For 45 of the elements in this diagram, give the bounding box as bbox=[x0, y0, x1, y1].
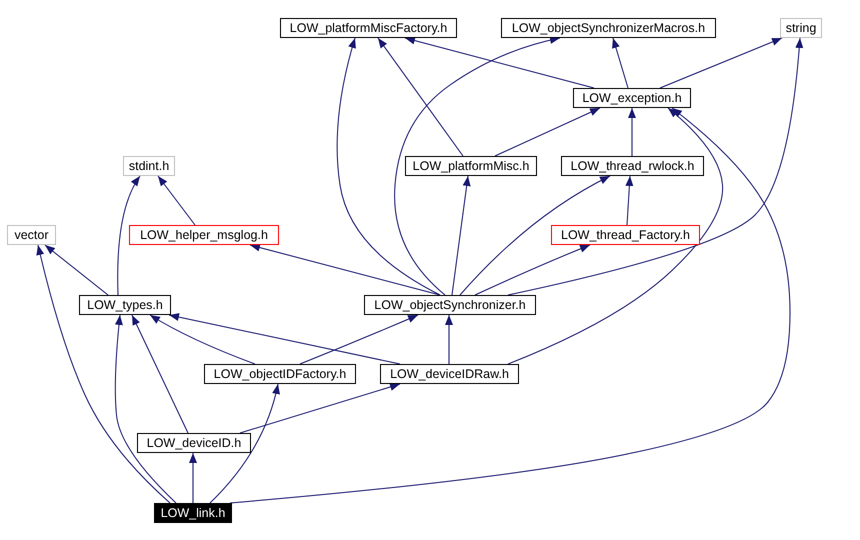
arrow bbox=[612, 38, 628, 88]
arrow bbox=[250, 244, 440, 296]
file-box: LOW_deviceID.h bbox=[137, 433, 251, 453]
arrow bbox=[508, 108, 724, 364]
file-box: stdint.h bbox=[123, 156, 175, 176]
arrow bbox=[394, 36, 560, 296]
arrow bbox=[445, 314, 453, 364]
arrow bbox=[452, 176, 471, 296]
arrow bbox=[460, 176, 610, 296]
file-box: LOW_platformMiscFactory.h bbox=[280, 18, 457, 38]
file-box: LOW_objectIDFactory.h bbox=[204, 364, 356, 384]
file-box: LOW_types.h bbox=[79, 295, 171, 315]
arrow bbox=[210, 384, 280, 504]
arrow bbox=[474, 244, 590, 296]
file-box: LOW_thread_rwlock.h bbox=[561, 156, 704, 176]
arrow bbox=[660, 38, 782, 88]
arrow bbox=[168, 313, 400, 364]
file-box: LOW_deviceIDRaw.h bbox=[380, 364, 519, 384]
arrow bbox=[114, 314, 176, 504]
arrow bbox=[189, 452, 197, 504]
file-box: LOW_link.h bbox=[154, 503, 232, 523]
file-box: LOW_exception.h bbox=[573, 88, 691, 108]
arrow bbox=[404, 36, 594, 88]
arrow bbox=[628, 108, 636, 156]
arrow bbox=[158, 176, 196, 226]
file-box: LOW_thread_Factory.h bbox=[551, 225, 700, 245]
arrow bbox=[494, 108, 600, 156]
arrow bbox=[300, 314, 418, 364]
arrow bbox=[117, 176, 140, 296]
arrow bbox=[230, 108, 790, 504]
arrow bbox=[378, 38, 464, 156]
arrow bbox=[625, 176, 634, 226]
file-box: LOW_objectSynchronizerMacros.h bbox=[501, 18, 716, 38]
arrow bbox=[44, 244, 108, 296]
arrow bbox=[240, 383, 400, 434]
arrow bbox=[508, 38, 804, 296]
file-box: string bbox=[780, 18, 822, 38]
arrow bbox=[36, 244, 170, 504]
file-box: LOW_platformMisc.h bbox=[405, 156, 537, 176]
arrow bbox=[132, 314, 188, 434]
file-box: LOW_helper_msglog.h bbox=[129, 225, 279, 245]
arrow bbox=[150, 314, 256, 364]
file-box: LOW_objectSynchronizer.h bbox=[364, 295, 536, 315]
file-box: vector bbox=[7, 225, 56, 245]
arrow bbox=[336, 38, 440, 296]
